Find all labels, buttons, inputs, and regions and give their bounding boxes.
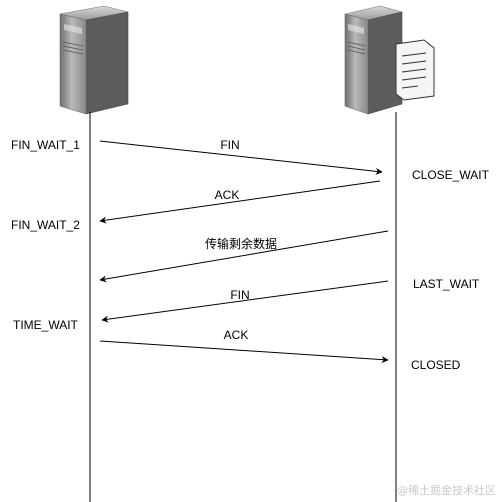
state-closed: CLOSED	[411, 358, 461, 372]
server-with-document-icon	[344, 5, 435, 115]
watermark: @稀土掘金技术社区	[397, 484, 496, 497]
message-remaining-data-label: 传输剩余数据	[204, 237, 278, 251]
state-time-wait: TIME_WAIT	[13, 318, 78, 332]
state-fin-wait-2: FIN_WAIT_2	[11, 218, 80, 232]
message-fin-2-label: FIN	[230, 288, 250, 302]
server-tower-icon	[59, 5, 129, 115]
ack-arrow-client-to-server	[99, 340, 389, 364]
fin-arrow-client-to-server	[99, 140, 383, 175]
ack-arrow-server-to-client	[99, 180, 381, 224]
message-fin-label: FIN	[220, 138, 240, 152]
fin-arrow-server-to-client	[101, 280, 389, 323]
state-last-wait: LAST_WAIT	[413, 277, 480, 291]
state-close-wait: CLOSE_WAIT	[412, 168, 489, 182]
remaining-data-arrow-server-to-client	[99, 230, 389, 283]
message-ack-2-label: ACK	[223, 328, 249, 342]
state-fin-wait-1: FIN_WAIT_1	[11, 138, 80, 152]
message-ack-label: ACK	[214, 188, 240, 202]
